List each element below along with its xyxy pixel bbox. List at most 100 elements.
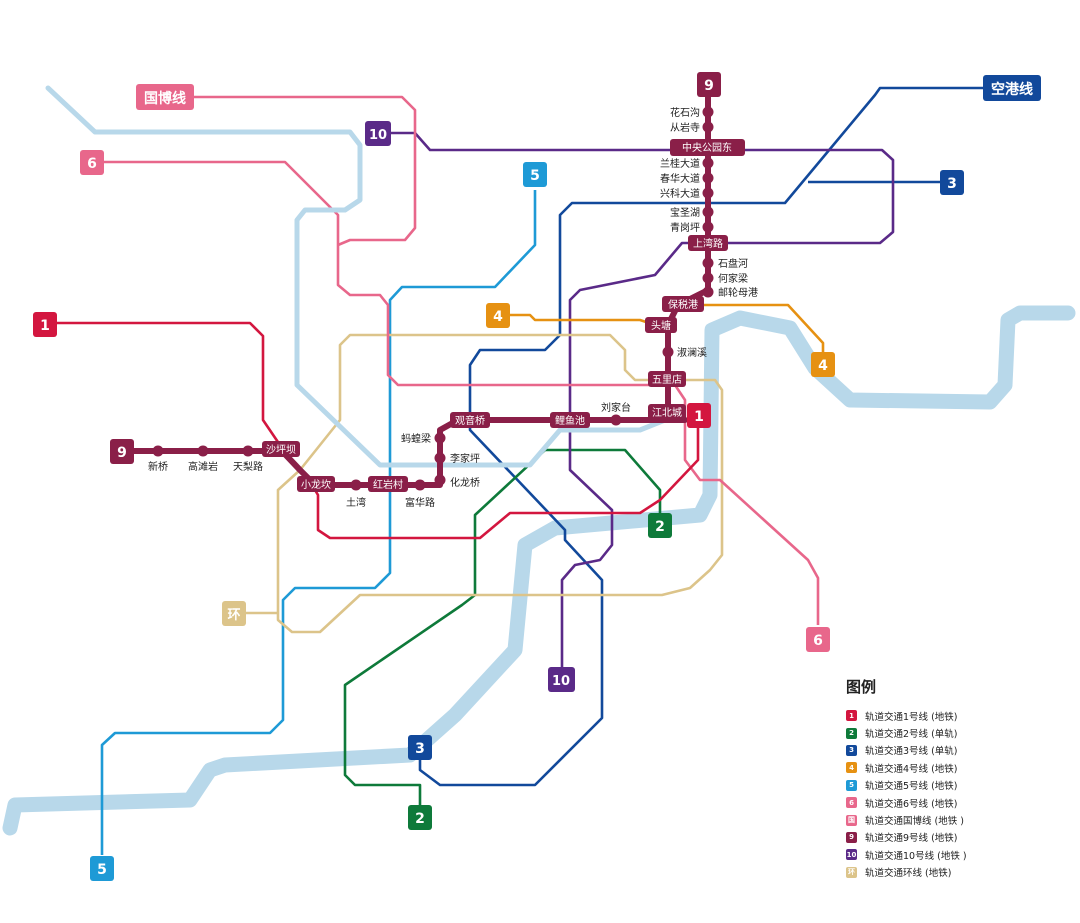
terminal-line-1-west[interactable]: 1 bbox=[33, 312, 57, 337]
station-dot bbox=[702, 106, 714, 118]
line-2 bbox=[343, 448, 662, 812]
legend-swatch: 10 bbox=[846, 849, 857, 861]
terminal-label: 1 bbox=[40, 318, 50, 334]
hub-shapingba[interactable]: 沙坪坝 bbox=[262, 441, 300, 457]
terminal-line-1-east[interactable]: 1 bbox=[687, 403, 711, 428]
terminal-konggang-line[interactable]: 空港线 bbox=[983, 75, 1041, 101]
legend-swatch: 国 bbox=[846, 814, 857, 826]
station-label: 高滩岩 bbox=[188, 460, 218, 473]
station-label: 富华路 bbox=[405, 496, 435, 509]
terminal-line-6-south[interactable]: 6 bbox=[806, 627, 830, 652]
station-label: 刘家台 bbox=[601, 401, 631, 414]
hub-toutang[interactable]: 头塘 bbox=[645, 317, 677, 333]
terminal-line-4-west[interactable]: 4 bbox=[486, 303, 510, 328]
terminal-label: 空港线 bbox=[991, 81, 1033, 98]
station-label: 沙坪坝 bbox=[266, 443, 296, 456]
station-label: 化龙桥 bbox=[450, 476, 480, 489]
station-dot bbox=[702, 121, 714, 133]
terminal-line-2-south[interactable]: 2 bbox=[408, 805, 432, 830]
hub-guanyinqiao[interactable]: 观音桥 bbox=[450, 412, 490, 428]
station-label: 观音桥 bbox=[455, 414, 485, 427]
hub-jiangbeicheng[interactable]: 江北城 bbox=[648, 404, 686, 420]
legend-label: 轨道交通9号线 (地铁) bbox=[865, 833, 958, 845]
legend-label: 轨道交通1号线 (地铁) bbox=[865, 711, 958, 723]
terminal-line-2-east[interactable]: 2 bbox=[648, 513, 672, 538]
station-label: 土湾 bbox=[346, 496, 366, 509]
terminal-line-3-south[interactable]: 3 bbox=[408, 735, 432, 760]
legend-swatch: 9 bbox=[846, 831, 857, 843]
legend-item: 9 轨道交通9号线 (地铁) bbox=[846, 829, 1076, 846]
legend-label: 轨道交通5号线 (地铁) bbox=[865, 781, 958, 793]
hub-zhongyanggongyuandong[interactable]: 中央公园东 bbox=[670, 139, 745, 156]
legend-label: 轨道交通4号线 (地铁) bbox=[865, 763, 958, 775]
legend-label: 轨道交通国博线 (地铁 ) bbox=[865, 816, 964, 828]
line-9-stations bbox=[152, 106, 714, 491]
station-dot bbox=[197, 445, 209, 457]
station-label: 五里店 bbox=[652, 373, 682, 386]
station-label: 何家梁 bbox=[718, 272, 748, 285]
terminal-line-9-west[interactable]: 9 bbox=[110, 439, 134, 464]
terminal-line-5-north[interactable]: 5 bbox=[523, 162, 547, 187]
station-dot bbox=[434, 452, 446, 464]
hub-liyuchi[interactable]: 鲤鱼池 bbox=[550, 412, 590, 428]
terminal-label: 3 bbox=[947, 176, 957, 192]
legend-item: 2 轨道交通2号线 (单轨) bbox=[846, 724, 1076, 741]
station-label: 石盘河 bbox=[718, 257, 748, 270]
station-label: 新桥 bbox=[148, 460, 168, 473]
terminal-label: 9 bbox=[704, 78, 714, 94]
hub-wulidian[interactable]: 五里店 bbox=[648, 371, 686, 387]
station-dot bbox=[702, 221, 714, 233]
line-1 bbox=[55, 321, 700, 540]
line-5 bbox=[100, 190, 537, 855]
terminal-line-6-west[interactable]: 6 bbox=[80, 150, 104, 175]
station-label: 花石沟 bbox=[670, 106, 700, 119]
hub-baoshuigang[interactable]: 保税港 bbox=[662, 296, 704, 312]
terminal-line-10-west[interactable]: 10 bbox=[365, 121, 391, 146]
legend-swatch: 6 bbox=[846, 797, 857, 809]
station-dot bbox=[702, 286, 714, 298]
terminal-label: 1 bbox=[694, 409, 704, 425]
terminal-label: 2 bbox=[655, 519, 665, 535]
station-label: 宝圣湖 bbox=[670, 206, 700, 219]
station-dot bbox=[702, 257, 714, 269]
line-konggang-light bbox=[45, 85, 668, 468]
legend-label: 轨道交通2号线 (单轨) bbox=[865, 729, 958, 741]
terminal-line-4-east[interactable]: 4 bbox=[811, 352, 835, 377]
terminal-ring-line[interactable]: 环 bbox=[222, 601, 246, 626]
station-dot bbox=[662, 346, 674, 358]
terminal-label: 10 bbox=[369, 128, 387, 143]
terminal-label: 4 bbox=[493, 309, 503, 325]
hub-xiaolongkan[interactable]: 小龙坎 bbox=[297, 476, 335, 492]
terminal-label: 10 bbox=[552, 674, 570, 689]
station-dot bbox=[610, 414, 622, 426]
station-dot bbox=[242, 445, 254, 457]
legend-swatch: 2 bbox=[846, 727, 857, 739]
terminal-label: 3 bbox=[415, 741, 425, 757]
hub-shangwanlu[interactable]: 上湾路 bbox=[688, 235, 728, 251]
station-label: 兰桂大道 bbox=[660, 157, 700, 170]
line-6 bbox=[92, 95, 820, 625]
station-dot bbox=[152, 445, 164, 457]
station-dot bbox=[702, 157, 714, 169]
station-dot bbox=[702, 272, 714, 284]
hub-hongyancun[interactable]: 红岩村 bbox=[368, 476, 408, 492]
legend-item: 4 轨道交通4号线 (地铁) bbox=[846, 759, 1076, 776]
legend-swatch: 环 bbox=[846, 866, 857, 878]
legend-swatch: 3 bbox=[846, 744, 857, 756]
station-label: 蚂蝗梁 bbox=[401, 432, 431, 445]
legend-swatch: 4 bbox=[846, 762, 857, 774]
station-dot bbox=[414, 479, 426, 491]
terminal-line-9-north[interactable]: 9 bbox=[697, 72, 721, 97]
legend-label: 轨道交通环线 (地铁) bbox=[865, 868, 952, 880]
station-labels: 花石沟 从岩寺 兰桂大道 春华大道 兴科大道 宝圣湖 青岗坪 石盘河 何家梁 邮… bbox=[148, 106, 758, 509]
terminal-label: 5 bbox=[97, 862, 107, 878]
terminal-line-10-south[interactable]: 10 bbox=[548, 667, 575, 692]
terminal-guobo-line[interactable]: 国博线 bbox=[136, 84, 194, 110]
terminal-line-3-east[interactable]: 3 bbox=[940, 170, 964, 195]
station-label: 从岩寺 bbox=[670, 121, 700, 134]
terminal-line-5-south[interactable]: 5 bbox=[90, 856, 114, 881]
